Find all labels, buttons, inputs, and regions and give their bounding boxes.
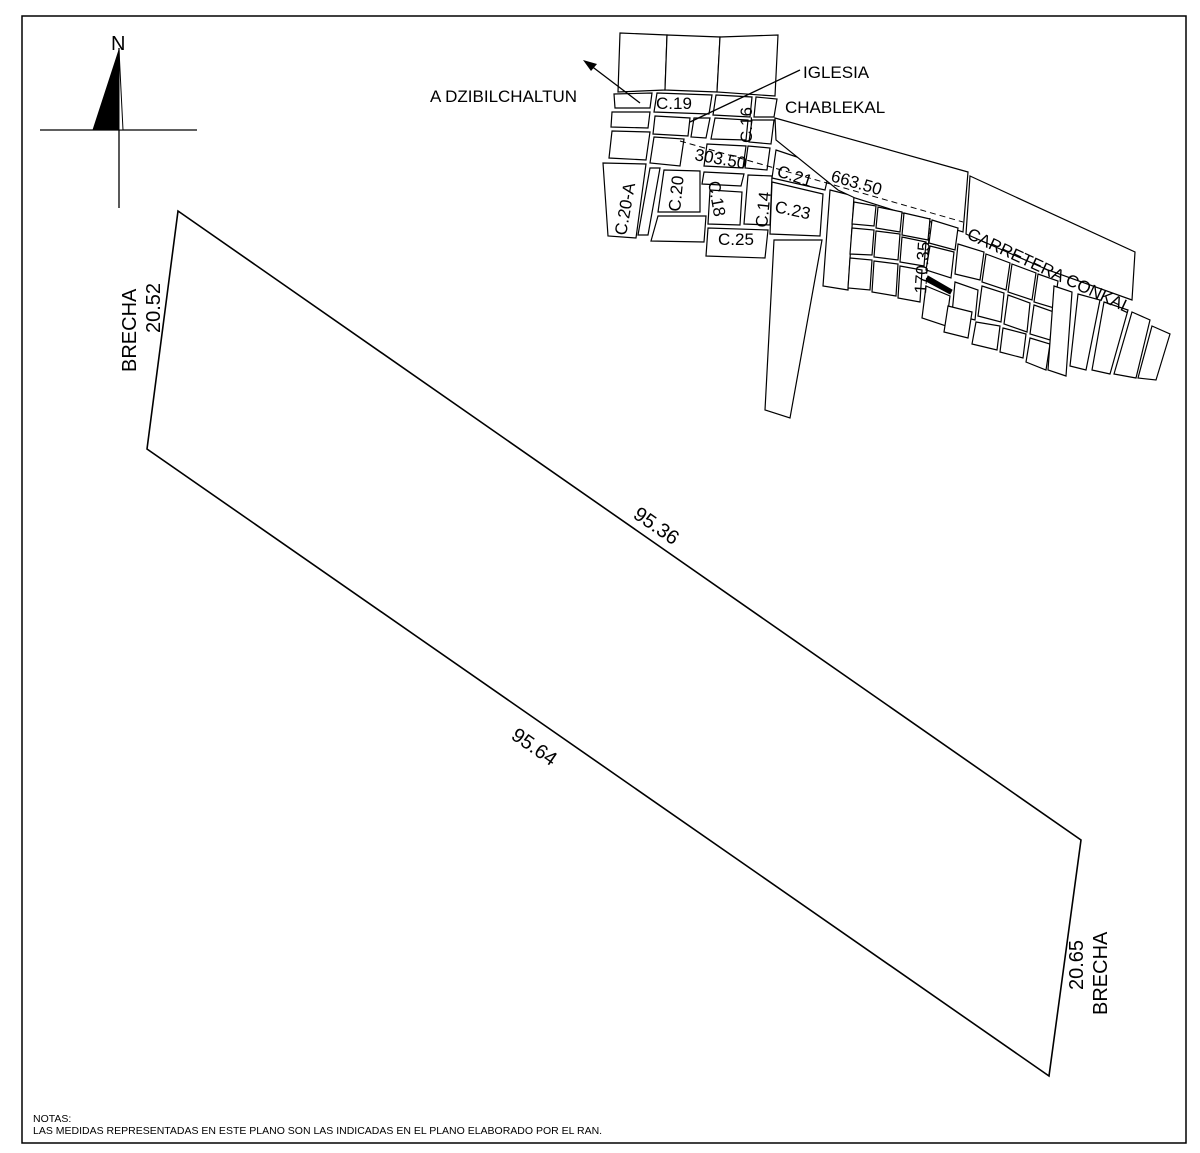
street-label-c19: C.19 [656,94,692,113]
sheet-border [21,15,1187,1144]
north-label: N [111,33,125,55]
notes-title: NOTAS: [33,1113,72,1125]
right-brecha-label: BRECHA [1090,931,1112,1015]
church-label: IGLESIA [803,63,870,82]
street-label-c14: C.14 [752,191,775,229]
parcel-top-side-label: 95.36 [629,503,683,550]
town-map [583,32,1171,419]
street-label-c20: C.20 [665,175,688,213]
street-label-c25: C.25 [718,230,754,249]
right-brecha-length: 20.65 [1066,940,1088,990]
north-arrow: N [40,33,197,208]
left-brecha-length: 20.52 [143,283,165,333]
parcel-outline [146,209,1082,1078]
left-brecha-label: BRECHA [119,288,141,372]
distance-label-3: 170.35 [911,241,934,294]
notes-text: LAS MEDIDAS REPRESENTADAS EN ESTE PLANO … [33,1125,603,1137]
notes-block: NOTAS: LAS MEDIDAS REPRESENTADAS EN ESTE… [33,1113,602,1137]
street-label-c16: C.16 [737,107,756,143]
town-name-label: CHABLEKAL [785,98,885,117]
to-site-label: A DZIBILCHALTUN [430,87,577,106]
